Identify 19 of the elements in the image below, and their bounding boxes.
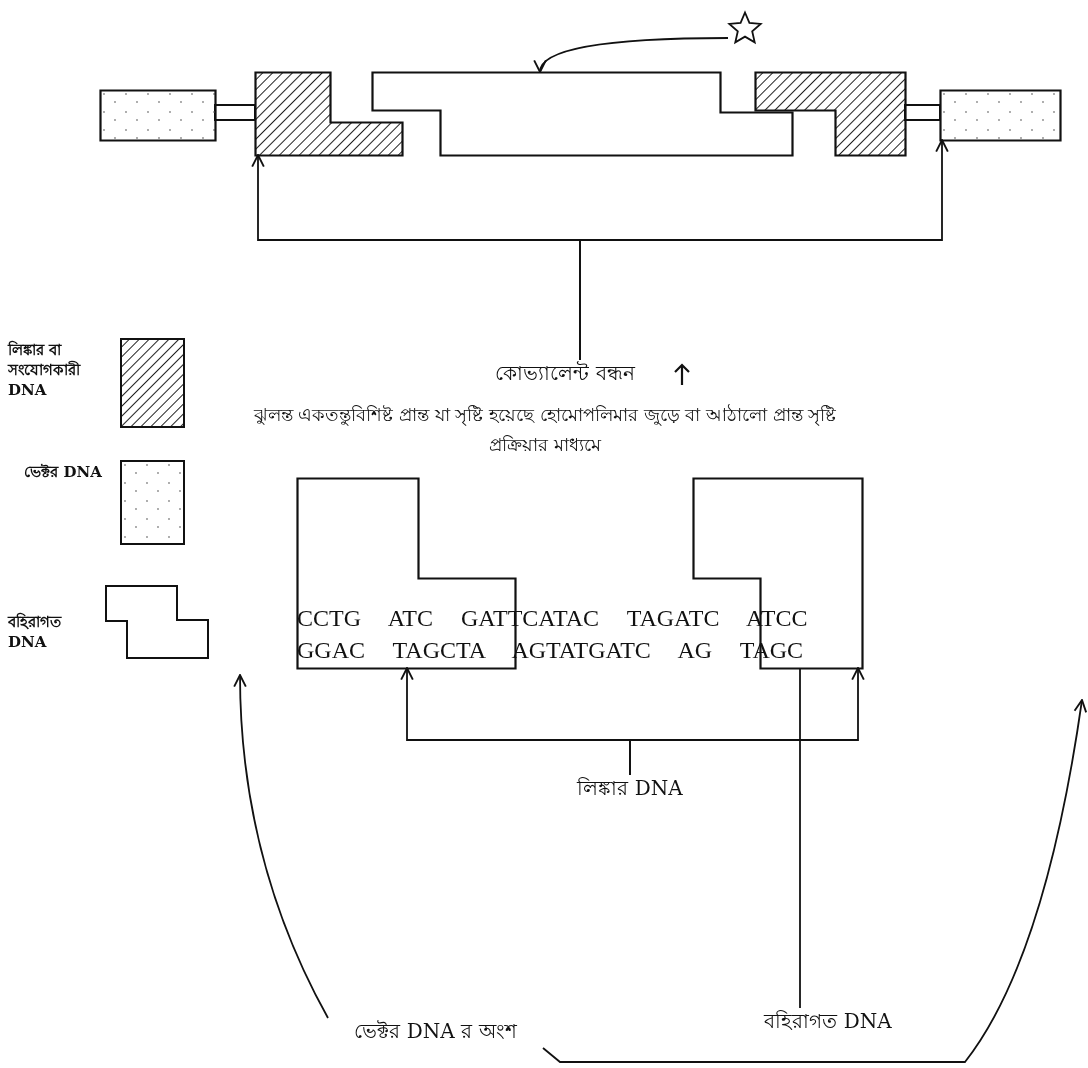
foreign-dna-block (370, 70, 794, 157)
linker-dna-block (753, 70, 907, 157)
arrow (233, 674, 329, 1019)
legend-label: লিঙ্কার বা সংযোগকারী DNA (8, 340, 82, 400)
annotation-label: বহিরাগত DNA (748, 1008, 908, 1034)
legend-label: বহিরাগত DNA (8, 612, 63, 652)
arrow (542, 699, 1087, 1063)
annotation-label: কোভ্যালেন্ট বন্ধন (470, 360, 660, 386)
annotation-text: ঝুলন্ত একতন্তুবিশিষ্ট প্রান্ত যা সৃষ্টি হয়েছে হোমোপলিমার জুড়ে বা আঠালো প্রান্ত সৃষ্টি প্রক্রিয়ার মাধ্যমে (252, 403, 838, 457)
vector-dna-block (98, 88, 217, 142)
legend-label: ভেক্টর DNA (23, 462, 103, 482)
arrow (536, 37, 729, 73)
arrow (629, 667, 865, 776)
linker-dna-block (253, 70, 404, 157)
arrow (579, 139, 949, 361)
leader-line (799, 667, 801, 1009)
annotation-label: ভেক্টর DNA র অংশ (328, 1018, 543, 1044)
vector-dna-block (938, 88, 1062, 142)
annotation-label: লিঙ্কার DNA (555, 775, 705, 801)
